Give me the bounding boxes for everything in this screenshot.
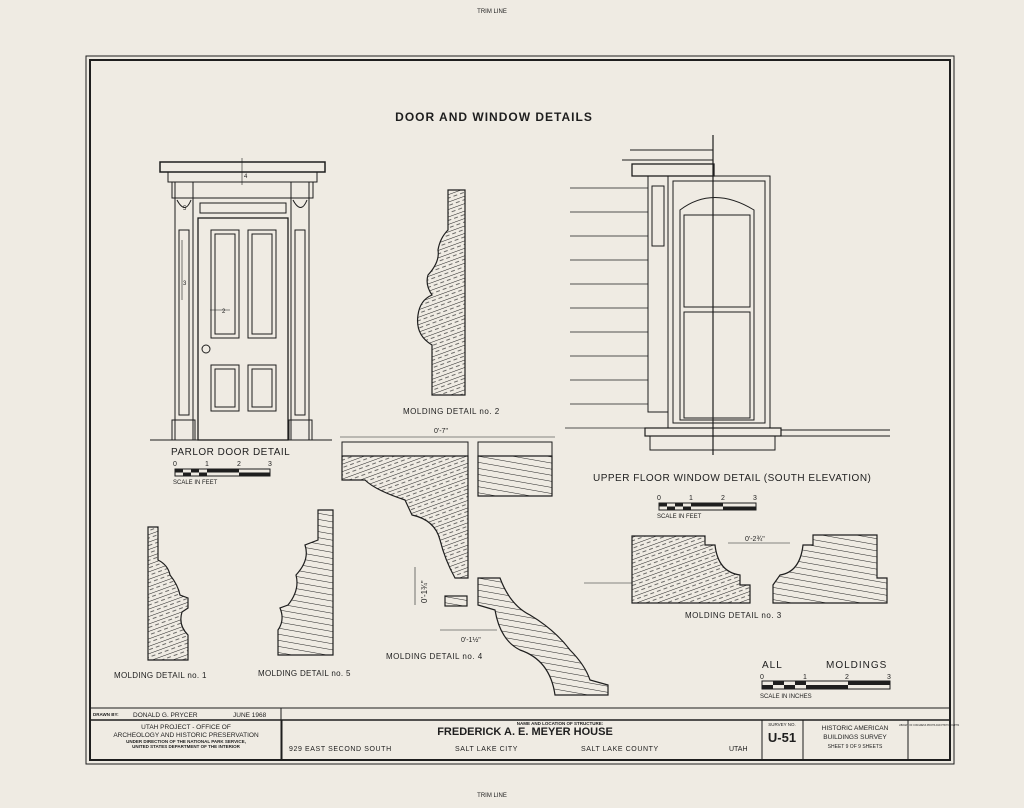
molding-5-label: MOLDING DETAIL no. 5 [258,669,351,678]
structure-address: 929 EAST SECOND SOUTH [289,746,392,753]
door-callout-5: 5 [183,206,187,212]
moldings-scale-tick-2: 2 [845,674,849,681]
door-scale-bar [174,468,271,477]
door-callout-3: 3 [183,281,187,287]
door-scale-tick-3: 3 [268,461,272,468]
org-line-3: UNDER DIRECTION OF THE NATIONAL PARK SER… [126,739,246,744]
window-scale-tick-3: 3 [753,495,757,502]
sheet-border [89,59,951,761]
structure-city: SALT LAKE CITY [455,746,518,753]
window-drawing [565,135,890,455]
drawn-by-label: DRAWN BY: [93,712,119,717]
survey-no-label: SURVEY NO. [768,722,796,727]
habs-line-2: BUILDINGS SURVEY [823,734,887,741]
structure-state: UTAH [729,746,748,753]
window-scale-tick-2: 2 [721,495,725,502]
molding-3-dim: 0'-2¾" [745,536,765,543]
drawn-by-name: DONALD G. PRYCER [133,712,198,719]
library-stamp: LIBRARY OF CONGRESS PRINTS AND PHOTOGRAP… [899,724,960,727]
window-scale-tick-0: 0 [657,495,661,502]
molding-1-profile [147,526,189,661]
door-scale-caption: SCALE IN FEET [173,480,218,486]
org-line-2: ARCHEOLOGY AND HISTORIC PRESERVATION [113,732,259,739]
trim-line-top: TRIM LINE [477,9,507,15]
title-block [90,707,950,760]
window-scale-caption: SCALE IN FEET [657,514,702,520]
molding-2-label: MOLDING DETAIL no. 2 [403,407,500,416]
molding-4-label: MOLDING DETAIL no. 4 [386,652,483,661]
molding-3-drawing [584,534,888,604]
molding-4-dim-bottom: 0'-1½" [461,636,481,644]
door-callout-4: 4 [244,174,248,180]
structure-county: SALT LAKE COUNTY [581,746,659,753]
org-line-1: UTAH PROJECT - OFFICE OF [141,724,231,731]
door-scale-tick-0: 0 [173,461,177,468]
moldings-scale-tick-3: 3 [887,674,891,681]
moldings-scale-tick-1: 1 [803,674,807,681]
trim-line-bottom: TRIM LINE [477,793,507,799]
moldings-scale-heading-moldings: MOLDINGS [826,660,887,671]
molding-4-dim-side: 0'-1¾" [420,580,429,603]
sheet-border-outer [85,55,955,765]
door-callout-2: 2 [222,309,226,315]
window-label: UPPER FLOOR WINDOW DETAIL (SOUTH ELEVATI… [593,473,871,484]
moldings-scale-tick-0: 0 [760,674,764,681]
molding-4-dim-top: 0'-7" [434,428,448,435]
survey-no: U-51 [768,730,796,745]
molding-2-profile [416,189,466,396]
moldings-scale-caption: SCALE IN INCHES [760,694,812,700]
window-scale-bar [658,502,757,511]
parlor-door-label: PARLOR DOOR DETAIL [171,447,290,458]
parlor-door-drawing [150,158,332,441]
sheet-count: SHEET 9 OF 9 SHEETS [828,744,883,750]
moldings-scale-heading-all: ALL [762,660,783,671]
molding-3-label: MOLDING DETAIL no. 3 [685,611,782,620]
window-scale-tick-1: 1 [689,495,693,502]
structure-name: FREDERICK A. E. MEYER HOUSE [437,726,613,738]
molding-5-profile [277,509,334,656]
door-scale-tick-1: 1 [205,461,209,468]
drawn-date: JUNE 1968 [233,712,267,719]
molding-4-drawing: 0'-1¾" [340,436,609,696]
org-line-4: UNITED STATES DEPARTMENT OF THE INTERIOR [132,744,240,749]
structure-label: NAME AND LOCATION OF STRUCTURE: [517,721,604,726]
habs-line-1: HISTORIC AMERICAN [822,725,889,732]
sheet-title: DOOR AND WINDOW DETAILS [395,110,593,124]
moldings-scale-bar [761,680,891,690]
door-scale-tick-2: 2 [237,461,241,468]
molding-1-label: MOLDING DETAIL no. 1 [114,671,207,680]
